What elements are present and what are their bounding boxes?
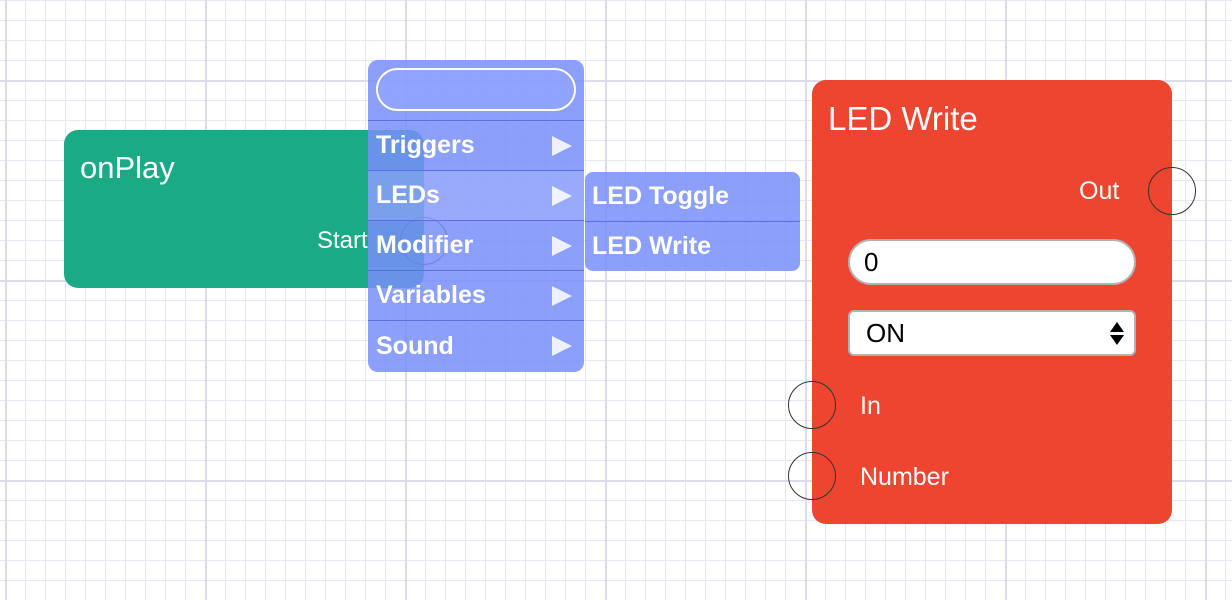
menu-item-sound[interactable]: Sound xyxy=(368,321,584,371)
led-state-select[interactable]: ON xyxy=(848,310,1136,356)
submenu-arrow-icon xyxy=(552,235,572,256)
menu-search-wrapper xyxy=(368,60,584,121)
menu-item-triggers[interactable]: Triggers xyxy=(368,121,584,171)
in-port-label: In xyxy=(860,392,881,420)
menu-item-label: Triggers xyxy=(376,131,475,159)
menu-item-modifier[interactable]: Modifier xyxy=(368,221,584,271)
led-number-input[interactable] xyxy=(848,239,1136,285)
submenu-item-led-toggle[interactable]: LED Toggle xyxy=(585,172,800,222)
menu-item-label: Variables xyxy=(376,281,486,309)
number-port-icon[interactable] xyxy=(788,452,836,500)
select-arrows-icon xyxy=(1110,322,1124,345)
node-context-menu: Triggers LEDs Modifier Variables Sound xyxy=(368,60,584,372)
onplay-node-title: onPlay xyxy=(80,150,175,185)
submenu-arrow-icon xyxy=(552,185,572,206)
menu-item-label: Sound xyxy=(376,331,454,360)
submenu-item-led-write[interactable]: LED Write xyxy=(592,231,711,260)
led-write-node[interactable]: LED Write Out ON In Number xyxy=(788,80,1196,524)
submenu-arrow-icon xyxy=(552,336,572,356)
menu-item-label: Modifier xyxy=(376,231,474,259)
out-port-icon[interactable] xyxy=(1148,167,1196,215)
submenu-arrow-icon xyxy=(552,135,572,156)
in-port-icon[interactable] xyxy=(788,381,836,429)
number-port-label: Number xyxy=(860,463,949,491)
menu-item-label: LEDs xyxy=(376,181,440,209)
menu-item-variables[interactable]: Variables xyxy=(368,271,584,321)
out-port-label: Out xyxy=(1079,177,1120,205)
led-write-node-title: LED Write xyxy=(828,100,978,137)
leds-submenu: LED Toggle LED Write xyxy=(585,172,800,271)
led-state-value: ON xyxy=(866,317,905,348)
menu-item-leds[interactable]: LEDs xyxy=(368,171,584,221)
onplay-node[interactable]: onPlay Start xyxy=(64,130,448,288)
menu-search-input[interactable] xyxy=(376,68,576,111)
start-port-label: Start xyxy=(317,227,368,254)
submenu-arrow-icon xyxy=(552,285,572,306)
